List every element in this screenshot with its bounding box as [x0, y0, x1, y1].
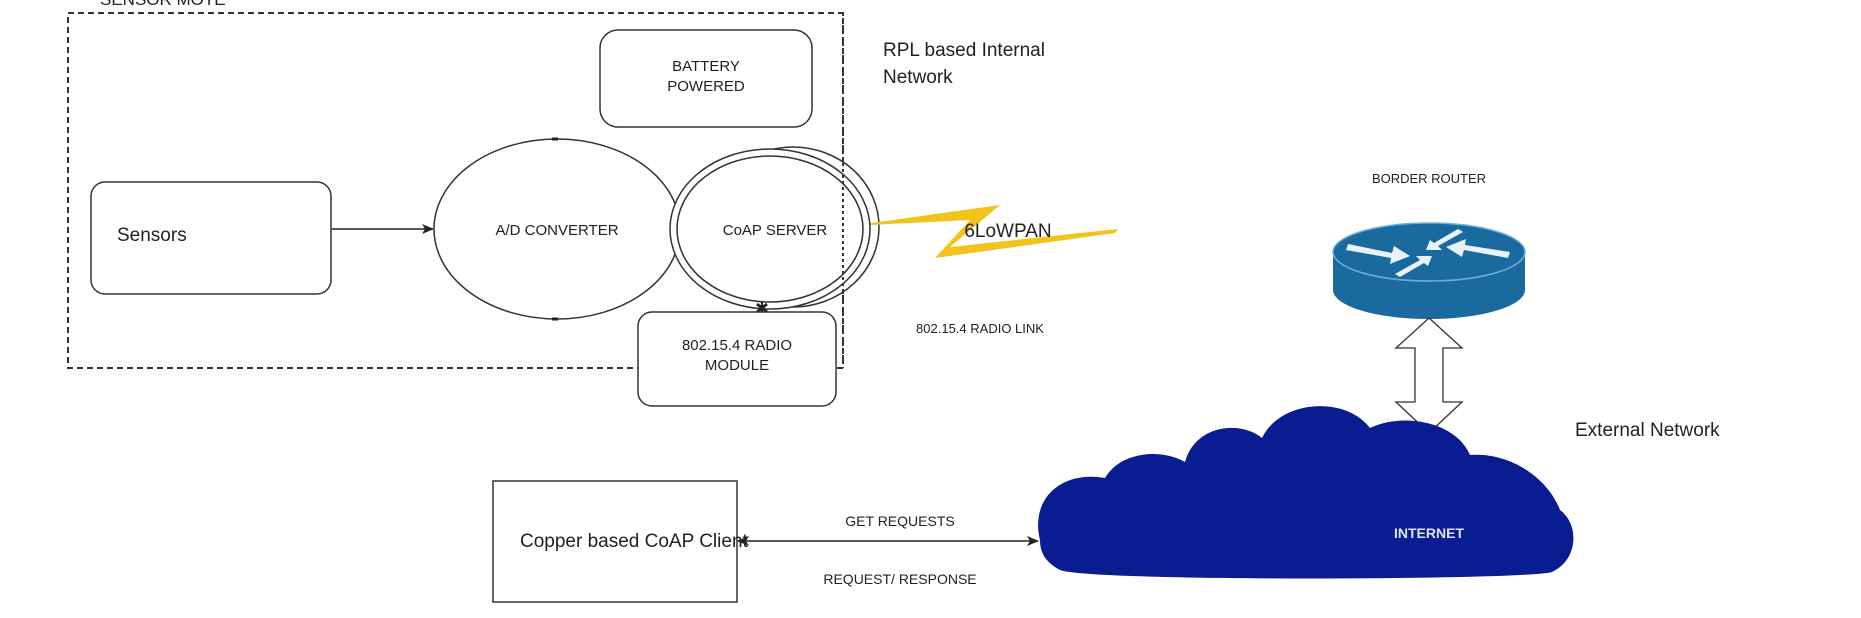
sensors-node[interactable]: Sensors: [90, 181, 332, 295]
border-router-node[interactable]: BORDER ROUTER: [1332, 171, 1526, 319]
radio-link-label: 802.15.4 RADIO LINK: [916, 321, 1044, 336]
coap-server-label: CoAP SERVER: [723, 222, 828, 239]
sensor-mote-title: SENSOR MOTE: [100, 0, 226, 9]
coap-client-label: Copper based CoAP Client: [520, 531, 749, 552]
battery-powered-node[interactable]: BATTERY POWERED: [599, 29, 813, 128]
adc-label: A/D CONVERTER: [495, 222, 618, 239]
coap-server-double-ellipse[interactable]: CoAP SERVER: [669, 148, 871, 310]
router-top: [1332, 222, 1526, 282]
lightning-link-icon: [850, 205, 1118, 258]
border-router-label: BORDER ROUTER: [1372, 171, 1486, 186]
adc-node[interactable]: A/D CONVERTER: [433, 137, 681, 321]
get-requests-label: GET REQUESTS: [845, 513, 954, 529]
external-network-label: External Network: [1575, 420, 1720, 441]
coap-radio-connector: [756, 302, 768, 314]
cloud-shape: [1038, 406, 1574, 579]
battery-label-line1: BATTERY: [672, 58, 740, 75]
internet-cloud[interactable]: INTERNET: [1038, 406, 1574, 579]
router-arrows-icon: [1346, 229, 1510, 277]
radio-module-label-line2: MODULE: [705, 357, 769, 374]
6lowpan-label: 6LoWPAN: [964, 221, 1051, 242]
rpl-network-label-line2: Network: [883, 67, 953, 88]
battery-label-line2: POWERED: [667, 78, 745, 95]
internet-label: INTERNET: [1394, 525, 1464, 541]
radio-module-label-line1: 802.15.4 RADIO: [682, 337, 792, 354]
sensors-label: Sensors: [117, 225, 187, 246]
request-response-label: REQUEST/ RESPONSE: [823, 571, 976, 587]
radio-module-node[interactable]: 802.15.4 RADIO MODULE: [637, 311, 837, 407]
rpl-network-label-line1: RPL based Internal: [883, 40, 1045, 61]
coap-client-node[interactable]: Copper based CoAP Client: [492, 480, 749, 603]
